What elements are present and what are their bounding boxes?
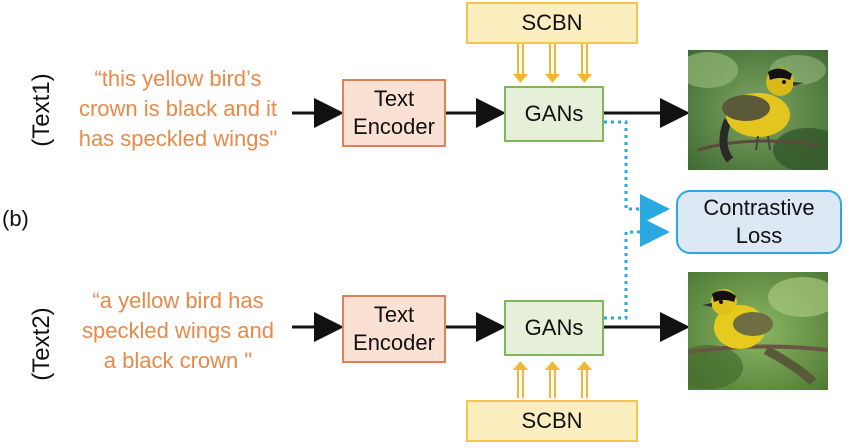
caption-line: “this yellow bird’s [94, 66, 262, 91]
scbn-top-label: SCBN [521, 10, 583, 35]
text-encoder-bottom-box: Text Encoder [342, 295, 446, 363]
encoder-label-line: Text [373, 86, 415, 111]
loss-label-line: Loss [735, 223, 783, 248]
caption-line: crown is black and it [78, 96, 278, 121]
caption-line: has speckled wings" [78, 126, 278, 151]
text-encoder-top-box: Text Encoder [342, 79, 446, 147]
caption-line: “a yellow bird has [92, 288, 264, 313]
generated-bird-image-top [688, 50, 828, 170]
scbn-bottom-label: SCBN [521, 408, 583, 433]
dotted-arrow-top [604, 120, 670, 224]
gan-top-box: GANs [504, 86, 604, 142]
text1-caption: “this yellow bird’s crown is black and i… [60, 64, 296, 154]
gan-top-label: GANs [524, 101, 584, 126]
encoder-label-line: Encoder [353, 330, 435, 355]
scbn-top-arrows [517, 44, 588, 76]
generated-bird-image-bottom [688, 272, 828, 390]
text1-side-label: (Text1) [28, 73, 55, 147]
caption-line: speckled wings and [81, 318, 274, 343]
dotted-arrow-bottom [604, 217, 670, 320]
caption-line: a black crown " [103, 348, 253, 373]
contrastive-loss-box: Contrastive Loss [676, 190, 842, 254]
text2-caption: “a yellow bird has speckled wings and a … [60, 286, 296, 376]
scbn-bottom-box: SCBN [466, 400, 638, 442]
scbn-bottom-arrows [517, 368, 588, 398]
panel-label: (b) [2, 206, 29, 231]
encoder-label-line: Encoder [353, 114, 435, 139]
gan-bottom-label: GANs [524, 315, 584, 340]
gan-bottom-box: GANs [504, 300, 604, 356]
scbn-top-box: SCBN [466, 2, 638, 44]
text2-side-label: (Text2) [28, 307, 55, 381]
loss-label-line: Contrastive [703, 195, 815, 220]
encoder-label-line: Text [373, 302, 415, 327]
